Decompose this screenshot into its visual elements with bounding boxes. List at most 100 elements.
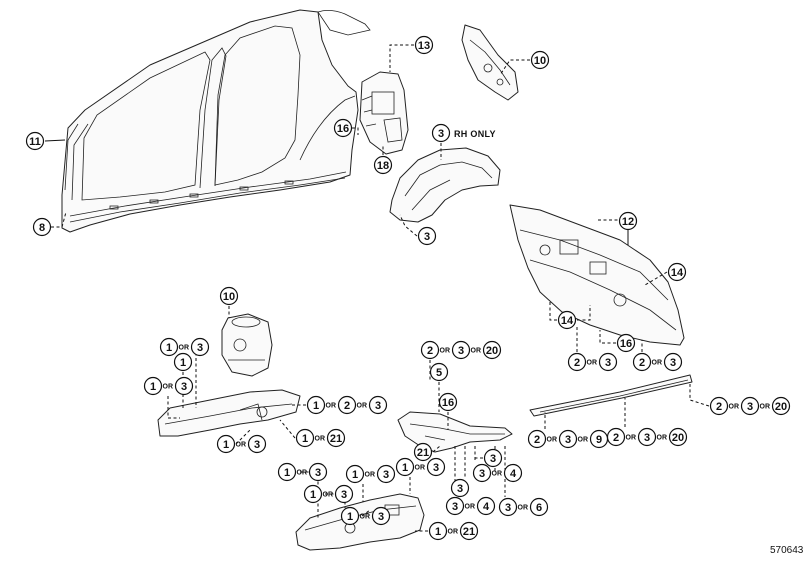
callout-circle	[373, 155, 393, 175]
callout-circle	[450, 478, 470, 498]
callout-number: 1	[302, 433, 308, 445]
callout-number: 1	[435, 526, 441, 538]
callout-number: 1	[310, 489, 316, 501]
callout-number: 3	[197, 342, 203, 354]
callout-circle	[306, 395, 326, 415]
or-label: OR	[323, 492, 334, 499]
or-label: OR	[179, 345, 190, 352]
callout-c-11: 11	[25, 131, 45, 151]
callout-c-12: 12	[618, 211, 638, 231]
callout-circle	[326, 428, 346, 448]
callout-number: 3	[479, 468, 485, 480]
callout-circle	[334, 484, 354, 504]
or-label: OR	[297, 470, 308, 477]
or-label: OR	[492, 471, 503, 478]
callout-circle	[173, 352, 193, 372]
callout-number: 6	[536, 502, 542, 514]
body-side-outer-panel	[61, 9, 371, 233]
callout-number: 3	[438, 128, 444, 140]
callout-c-1o21a: 1 OR 21	[295, 428, 346, 448]
callout-number: 21	[463, 526, 475, 538]
callout-number: 3	[457, 483, 463, 495]
or-label: OR	[360, 514, 371, 521]
callout-number: 4	[510, 468, 517, 480]
callout-c-18: 18	[373, 155, 393, 175]
callout-number: 4	[483, 501, 490, 513]
upper-bracket-part	[461, 24, 519, 101]
callout-c-16a: 16	[333, 118, 353, 138]
rh-only-note: RH ONLY	[454, 129, 496, 139]
callout-c-8: 8	[32, 217, 52, 237]
callout-circle	[632, 352, 652, 372]
callout-number: 3	[458, 345, 464, 357]
callout-number: 3	[565, 434, 571, 446]
callout-c-21: 21	[413, 442, 433, 462]
callout-number: 3	[644, 432, 650, 444]
callout-c-14a: 14	[667, 262, 687, 282]
callout-number: 9	[596, 434, 602, 446]
callout-circle	[740, 396, 760, 416]
callout-number: 21	[330, 433, 342, 445]
or-label: OR	[578, 437, 589, 444]
callout-circle	[482, 340, 502, 360]
callout-circle	[709, 396, 729, 416]
callout-circle	[333, 118, 353, 138]
callout-circle	[438, 392, 458, 412]
rear-floor-member-part	[295, 493, 425, 551]
callout-circle	[598, 352, 618, 372]
callout-circle	[420, 340, 440, 360]
callout-number: 1	[402, 462, 408, 474]
callout-number: 3	[383, 469, 389, 481]
callout-number: 3	[490, 453, 496, 465]
rocker-reinforcement-part	[529, 374, 693, 417]
quarter-wheel-housing-panel	[359, 71, 409, 155]
callout-circle	[426, 457, 446, 477]
callout-circle	[368, 395, 388, 415]
callout-circle	[445, 496, 465, 516]
or-label: OR	[315, 436, 326, 443]
callout-number: 1	[313, 400, 319, 412]
callout-number: 1	[352, 469, 358, 481]
or-label: OR	[326, 403, 337, 410]
callout-circle	[340, 506, 360, 526]
callout-number: 14	[561, 315, 574, 327]
callout-circle	[337, 395, 357, 415]
callout-number: 3	[375, 400, 381, 412]
callout-c-5: 5	[429, 362, 449, 382]
callout-circle	[159, 337, 179, 357]
callout-circle	[429, 362, 449, 382]
callout-number: 3	[341, 489, 347, 501]
callout-number: 2	[639, 357, 645, 369]
callout-c-16c: 16	[438, 392, 458, 412]
callout-number: 3	[670, 357, 676, 369]
or-label: OR	[518, 505, 529, 512]
callout-number: 3	[254, 439, 260, 451]
callout-circle	[663, 352, 683, 372]
callout-number: 16	[442, 397, 454, 409]
callout-c-1o3g: 1 OR 3	[303, 484, 354, 504]
callout-circle	[567, 352, 587, 372]
callout-number: 1	[223, 439, 229, 451]
callout-circle	[472, 463, 492, 483]
callout-circle	[483, 448, 503, 468]
callout-c-3d: 3	[450, 478, 470, 498]
callout-c-10a: 10	[530, 50, 550, 70]
or-label: OR	[163, 384, 174, 391]
callout-circle	[771, 396, 791, 416]
callout-circle	[527, 429, 547, 449]
callout-circle	[557, 310, 577, 330]
callout-number: 12	[622, 216, 634, 228]
callout-number: 18	[377, 160, 389, 172]
callout-number: 3	[452, 501, 458, 513]
callout-circle	[668, 427, 688, 447]
